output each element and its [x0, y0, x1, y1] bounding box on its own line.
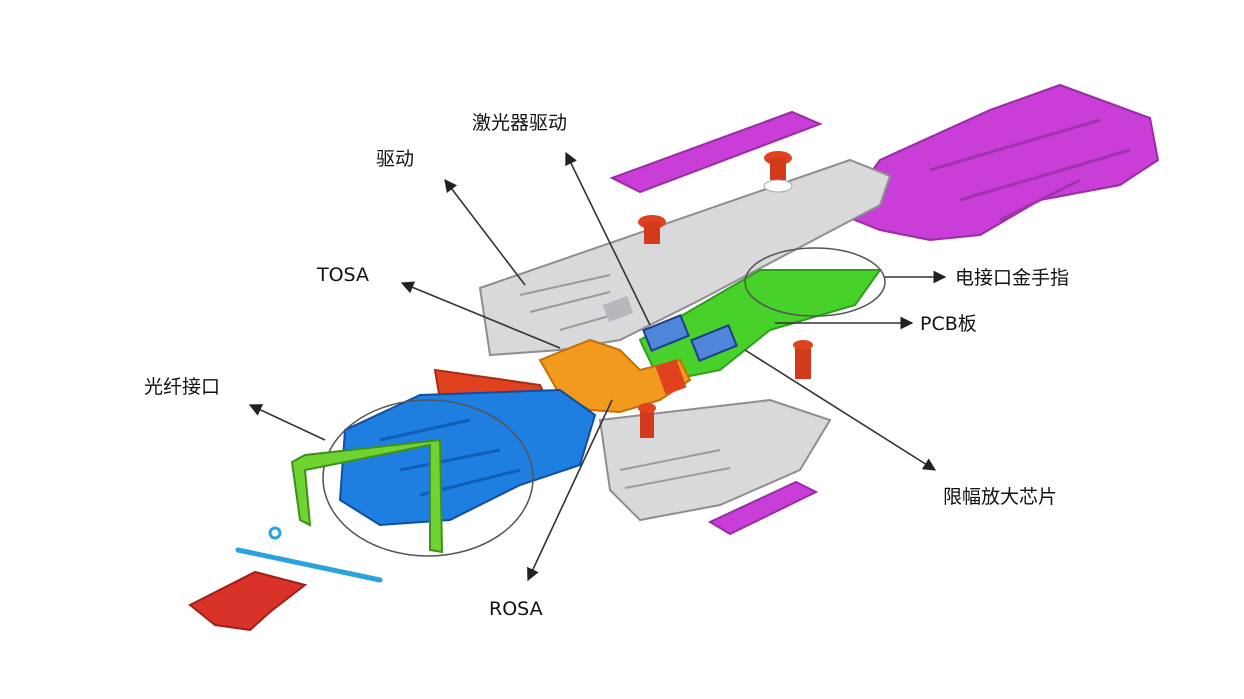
- rear-connector-block: [838, 83, 1160, 242]
- bail-handle: [290, 438, 444, 554]
- gold-finger-circle: [744, 247, 886, 317]
- fiber-pin: [235, 547, 383, 583]
- leader-laser-driver: [565, 151, 651, 326]
- bottom-magenta-plate: [707, 480, 819, 536]
- screw-right: [793, 340, 813, 379]
- screw-top-2: [638, 215, 666, 244]
- laser-driver-chip: [642, 314, 690, 352]
- screw-top-1: [763, 151, 793, 193]
- leader-driver: [444, 178, 526, 286]
- leader-fiber: [248, 404, 326, 441]
- label-electrical-gold-finger: 电接口金手指: [955, 267, 1070, 289]
- top-housing: [478, 158, 892, 357]
- label-fiber-interface: 光纤接口: [144, 376, 221, 398]
- label-rosa: ROSA: [489, 598, 543, 620]
- fiber-interface-circle: [322, 399, 534, 557]
- top-magenta-plate: [609, 110, 823, 194]
- small-ring: [268, 526, 282, 540]
- label-limiting-amplifier: 限幅放大芯片: [943, 486, 1058, 508]
- label-laser-driver: 激光器驱动: [472, 112, 568, 134]
- leader-lines: [248, 151, 947, 582]
- label-tosa: TOSA: [317, 264, 369, 286]
- bottom-housing: [598, 398, 832, 522]
- label-driver: 驱动: [376, 148, 415, 170]
- leader-rosa: [527, 399, 613, 582]
- leader-tosa: [400, 281, 561, 349]
- label-pcb-board: PCB板: [920, 313, 977, 335]
- bottom-clip: [188, 570, 308, 632]
- leader-limiting-amp: [744, 349, 937, 471]
- limiting-amplifier-chip: [690, 324, 738, 362]
